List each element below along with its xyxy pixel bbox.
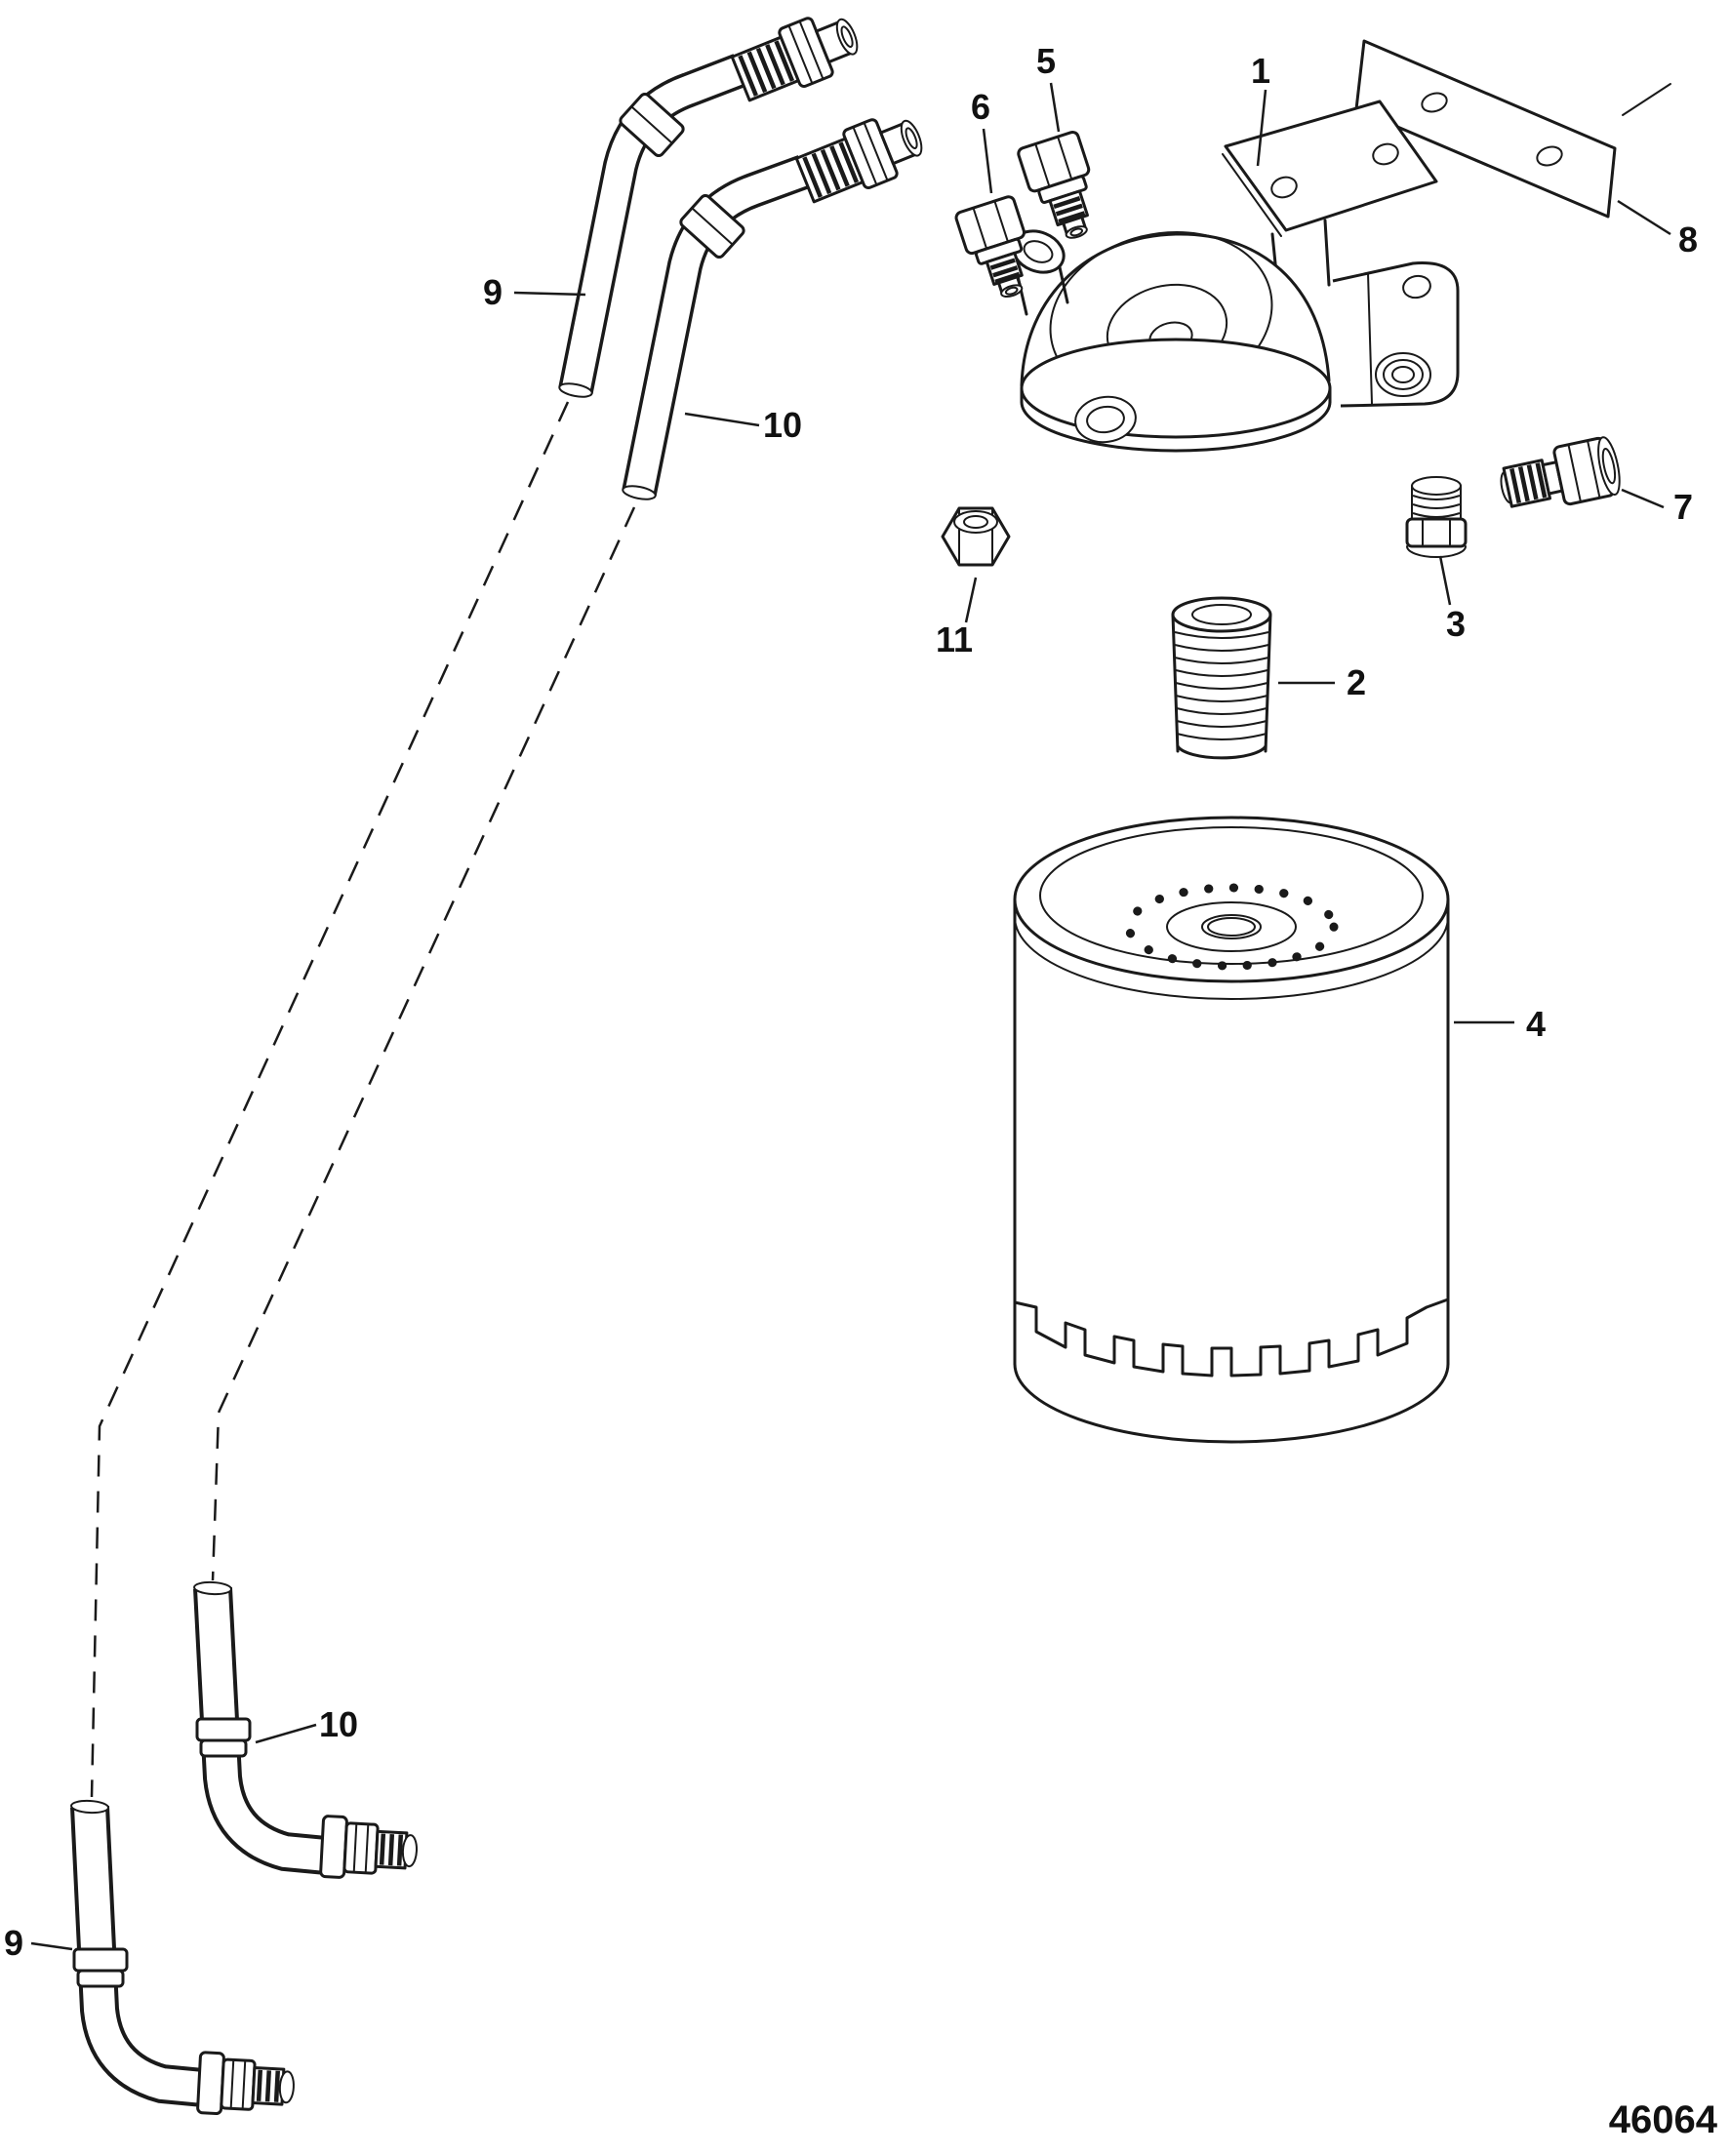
dashed-alignment-line-left [90, 401, 570, 1798]
filter-head [1011, 100, 1460, 453]
callout-10-bottom-label: 10 [319, 1704, 358, 1744]
callout-7-label: 7 [1673, 487, 1693, 527]
callout-9-bottom-label: 9 [4, 1923, 23, 1963]
callout-5-label: 5 [1036, 41, 1056, 81]
plug-3 [1405, 476, 1468, 558]
hose-open-end [193, 1580, 232, 1596]
callout-8-label: 8 [1678, 220, 1698, 260]
hose-open-end [70, 1799, 109, 1815]
callout-9-bottom: 9 [4, 1923, 73, 1963]
callout-6: 6 [971, 87, 993, 194]
callout-1: 1 [1251, 51, 1270, 167]
head-front-port [1074, 395, 1137, 444]
callout-5: 5 [1036, 41, 1061, 133]
callout-6-label: 6 [971, 87, 990, 127]
hose-open-end [622, 485, 657, 500]
drawing-number: 46064 [1609, 2098, 1718, 2141]
callout-11-label: 11 [936, 619, 973, 659]
hose-ferrule [619, 92, 685, 158]
fitting-7 [1500, 436, 1621, 508]
canister-bottom-rim [1013, 1362, 1450, 1444]
callout-7: 7 [1621, 487, 1693, 527]
callout-8: 8 [1617, 199, 1698, 260]
callout-4: 4 [1454, 1004, 1546, 1044]
dashed-alignment-line-right [211, 506, 636, 1581]
callout-9-top: 9 [483, 272, 586, 312]
hose-open-end [558, 382, 593, 398]
callout-10-top-label: 10 [763, 405, 802, 445]
elbow-fitting [794, 118, 923, 204]
fitting-6 [954, 195, 1026, 299]
callout-11: 11 [936, 577, 978, 659]
canister-perforations [1124, 883, 1339, 971]
callout-3-label: 3 [1446, 604, 1466, 644]
fuel-hose-10-bottom [193, 1580, 418, 1879]
head-bottom-rim [1020, 338, 1332, 439]
callout-10-bottom: 10 [255, 1704, 358, 1744]
elbow-fitting [319, 1815, 418, 1879]
elbow-fitting [730, 17, 859, 102]
fitting-5 [1017, 130, 1091, 239]
callout-2-label: 2 [1347, 662, 1366, 702]
callout-4-label: 4 [1526, 1004, 1546, 1044]
callout-9-top-label: 9 [483, 272, 503, 312]
callout-1-label: 1 [1251, 51, 1270, 91]
callout-10-top: 10 [684, 405, 802, 445]
hose-ferrule [195, 1717, 252, 1758]
head-mounting-flange [1224, 100, 1438, 232]
elbow-fitting [196, 2051, 295, 2116]
canister-top-rim [1013, 816, 1450, 983]
locknut-11 [941, 506, 1011, 567]
head-right-bracket [1332, 261, 1460, 408]
crenellated-skirt [1013, 1298, 1450, 1377]
fuel-hose-9-bottom [70, 1799, 295, 2116]
fuel-filter-canister [1013, 816, 1450, 1444]
mounting-plate [1354, 39, 1671, 219]
hose-ferrule [72, 1947, 129, 1988]
callout-2: 2 [1278, 662, 1366, 702]
fuel-hose-9-top [558, 17, 859, 398]
callout-3: 3 [1438, 555, 1466, 644]
fuel-hose-10-top [622, 118, 923, 500]
hose-ferrule [679, 193, 745, 260]
threaded-nipple-2 [1171, 596, 1272, 760]
